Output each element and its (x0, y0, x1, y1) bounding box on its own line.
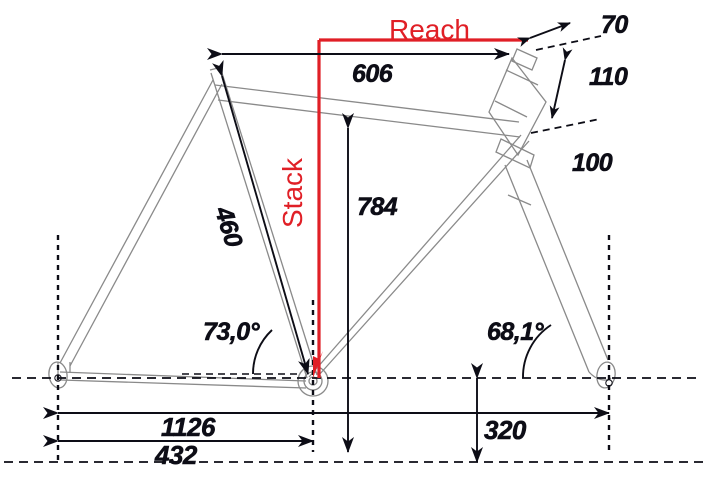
dim-110 (549, 47, 573, 119)
head-angle-label: 68,1° (487, 318, 544, 346)
angle-arcs (252, 324, 552, 379)
dim-110-label: 110 (589, 63, 628, 91)
dim-432-label: 432 (155, 440, 198, 470)
stack-arrow-red (313, 351, 323, 378)
dim-320-label: 320 (484, 415, 527, 445)
dim-70-label: 70 (601, 11, 629, 39)
reach-stack-lines (317, 38, 528, 378)
reach-label: Reach (389, 14, 470, 45)
centerlines (4, 35, 708, 463)
seat-angle-label: 73,0° (203, 318, 260, 346)
dim-1126-label: 1126 (161, 412, 216, 442)
dimension-lines (43, 22, 610, 463)
arc-head-angle (522, 324, 552, 379)
dim-100-label: 100 (572, 149, 613, 177)
dim-460 (212, 59, 310, 375)
dim-606-label: 606 (352, 60, 393, 88)
dim-70 (517, 22, 571, 47)
stack-label: Stack (277, 157, 308, 228)
dim-784-label: 784 (357, 193, 398, 221)
arc-seat-angle (252, 329, 273, 375)
